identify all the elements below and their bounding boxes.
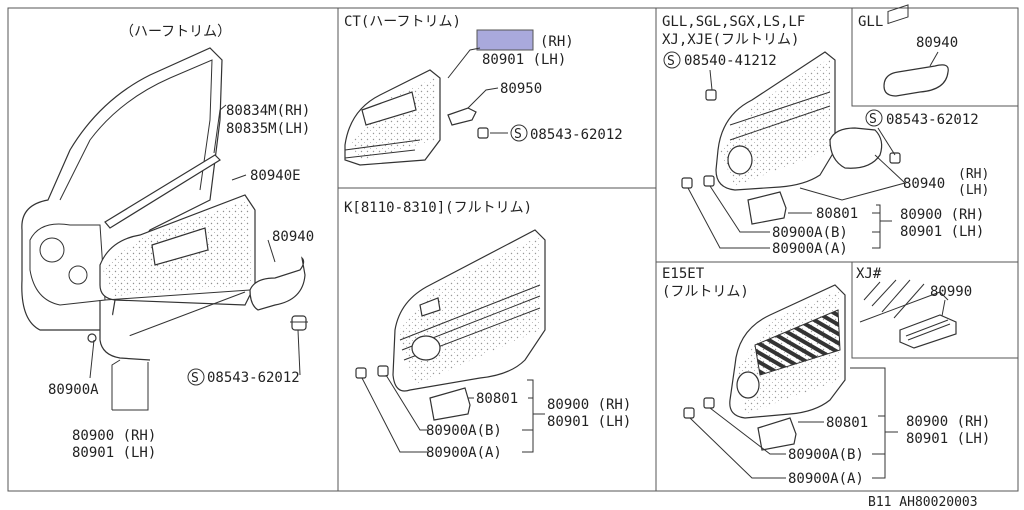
door-frame-drawing <box>21 47 223 331</box>
label-rh: (RH) <box>540 34 574 50</box>
divider <box>851 8 1018 107</box>
panel-gll-armrest: GLL 80940 S 08543-62012 80940 (RH) (LH) <box>858 14 989 198</box>
label-80940: 80940 <box>916 35 958 51</box>
label-80950: 80950 <box>500 81 542 97</box>
panel-gll-full-trim: GLL,SGL,SGX,LS,LF XJ,XJE(フルトリム) S 08540-… <box>662 14 984 257</box>
label-80940e: 80940E <box>250 168 301 184</box>
label-80940: 80940 <box>272 229 314 245</box>
clip-icon <box>87 333 97 343</box>
label-80990: 80990 <box>930 284 972 300</box>
label-80900-rh: 80900 (RH) <box>547 397 631 413</box>
panel-subtitle: (フルトリム) <box>662 284 749 300</box>
panel-title: （ハーフトリム） <box>120 24 231 40</box>
panel-subtitle: XJ,XJE(フルトリム) <box>662 32 799 48</box>
screw-symbol-icon: S <box>865 109 883 127</box>
panel-e15et-full-trim: E15ET (フルトリム) 80801 80900A(B) 80900A(A) … <box>662 266 990 487</box>
highlighted-part-box <box>476 29 534 51</box>
label-rh: (RH) <box>958 167 989 182</box>
screw-symbol-icon: S <box>510 124 528 142</box>
label-80801: 80801 <box>816 206 858 222</box>
armrest-80940 <box>249 256 306 311</box>
figure-code: B11 AH80020003 <box>868 495 978 510</box>
panel-title: E15ET <box>662 266 705 282</box>
label-80900a-a: 80900A(A) <box>426 445 502 461</box>
screw-icon <box>477 127 489 139</box>
label-08543-62012: 08543-62012 <box>207 370 300 386</box>
label-80900a-a: 80900A(A) <box>772 241 848 257</box>
svg-text:S: S <box>191 371 199 386</box>
label-80940-rhlh: 80940 <box>903 176 945 192</box>
label-80900a: 80900A <box>48 382 99 398</box>
label-80801: 80801 <box>476 391 518 407</box>
label-08543-62012: 08543-62012 <box>530 127 623 143</box>
panel-title: GLL,SGL,SGX,LS,LF <box>662 14 805 30</box>
divider <box>851 262 1018 359</box>
screw-symbol-icon: S <box>663 51 681 69</box>
pocket-80801 <box>747 191 787 225</box>
pocket-80801 <box>429 387 471 421</box>
label-80835m: 80835M(LH) <box>226 121 310 137</box>
panel-xj-vent: XJ# 80990 <box>856 4 972 349</box>
panel-title: XJ# <box>856 266 882 282</box>
pocket-80801 <box>757 417 797 451</box>
armrest-80940-gll <box>829 127 883 169</box>
label-80901-lh: 80901 (LH) <box>900 224 984 240</box>
vent-80990 <box>899 314 957 349</box>
label-80901-lh: 80901 (LH) <box>547 414 631 430</box>
panel-title: K[8110-8310](フルトリム) <box>344 200 532 216</box>
svg-text:S: S <box>667 54 675 69</box>
striped-insert <box>754 309 841 376</box>
label-80900-rh: 80900 (RH) <box>72 428 156 444</box>
label-80900-rh: 80900 (RH) <box>906 414 990 430</box>
label-80901-lh: 80901 (LH) <box>482 52 566 68</box>
label-08540-41212: 08540-41212 <box>684 53 777 69</box>
panel-k-full-trim: K[8110-8310](フルトリム) 80801 80900A(B) 8090… <box>344 200 631 461</box>
moulding-strip <box>104 154 221 229</box>
screw-symbol-icon: S <box>187 368 205 386</box>
label-80900a-b: 80900A(B) <box>788 447 864 463</box>
screw-icon <box>355 365 389 379</box>
panel-half-trim: （ハーフトリム） 80834M(RH) <box>21 24 314 461</box>
svg-text:S: S <box>869 112 877 127</box>
diagram-frame <box>7 7 1019 492</box>
label-80901-lh: 80901 (LH) <box>72 445 156 461</box>
screw-icon <box>683 397 715 419</box>
label-80900a-b: 80900A(B) <box>426 423 502 439</box>
panel-ct-half-trim: CT(ハーフトリム) (RH) 80901 (LH) 80950 S 08543… <box>344 14 623 166</box>
door-detail-lines <box>859 4 949 323</box>
armrest-80940-detail <box>883 64 949 97</box>
label-08543-62012: 08543-62012 <box>886 112 979 128</box>
screw-icon <box>681 89 901 189</box>
label-lh: (LH) <box>958 183 989 198</box>
label-80901-lh: 80901 (LH) <box>906 431 990 447</box>
screw-icon <box>290 315 308 331</box>
panel-title: CT(ハーフトリム) <box>344 14 461 30</box>
panel-title: GLL <box>858 14 883 30</box>
label-80900a-a: 80900A(A) <box>788 471 864 487</box>
label-80801: 80801 <box>826 415 868 431</box>
label-80900-rh: 80900 (RH) <box>900 207 984 223</box>
label-80900a-b: 80900A(B) <box>772 225 848 241</box>
label-80834m: 80834M(RH) <box>226 103 310 119</box>
armrest-80950 <box>447 107 477 126</box>
svg-text:S: S <box>514 127 522 142</box>
